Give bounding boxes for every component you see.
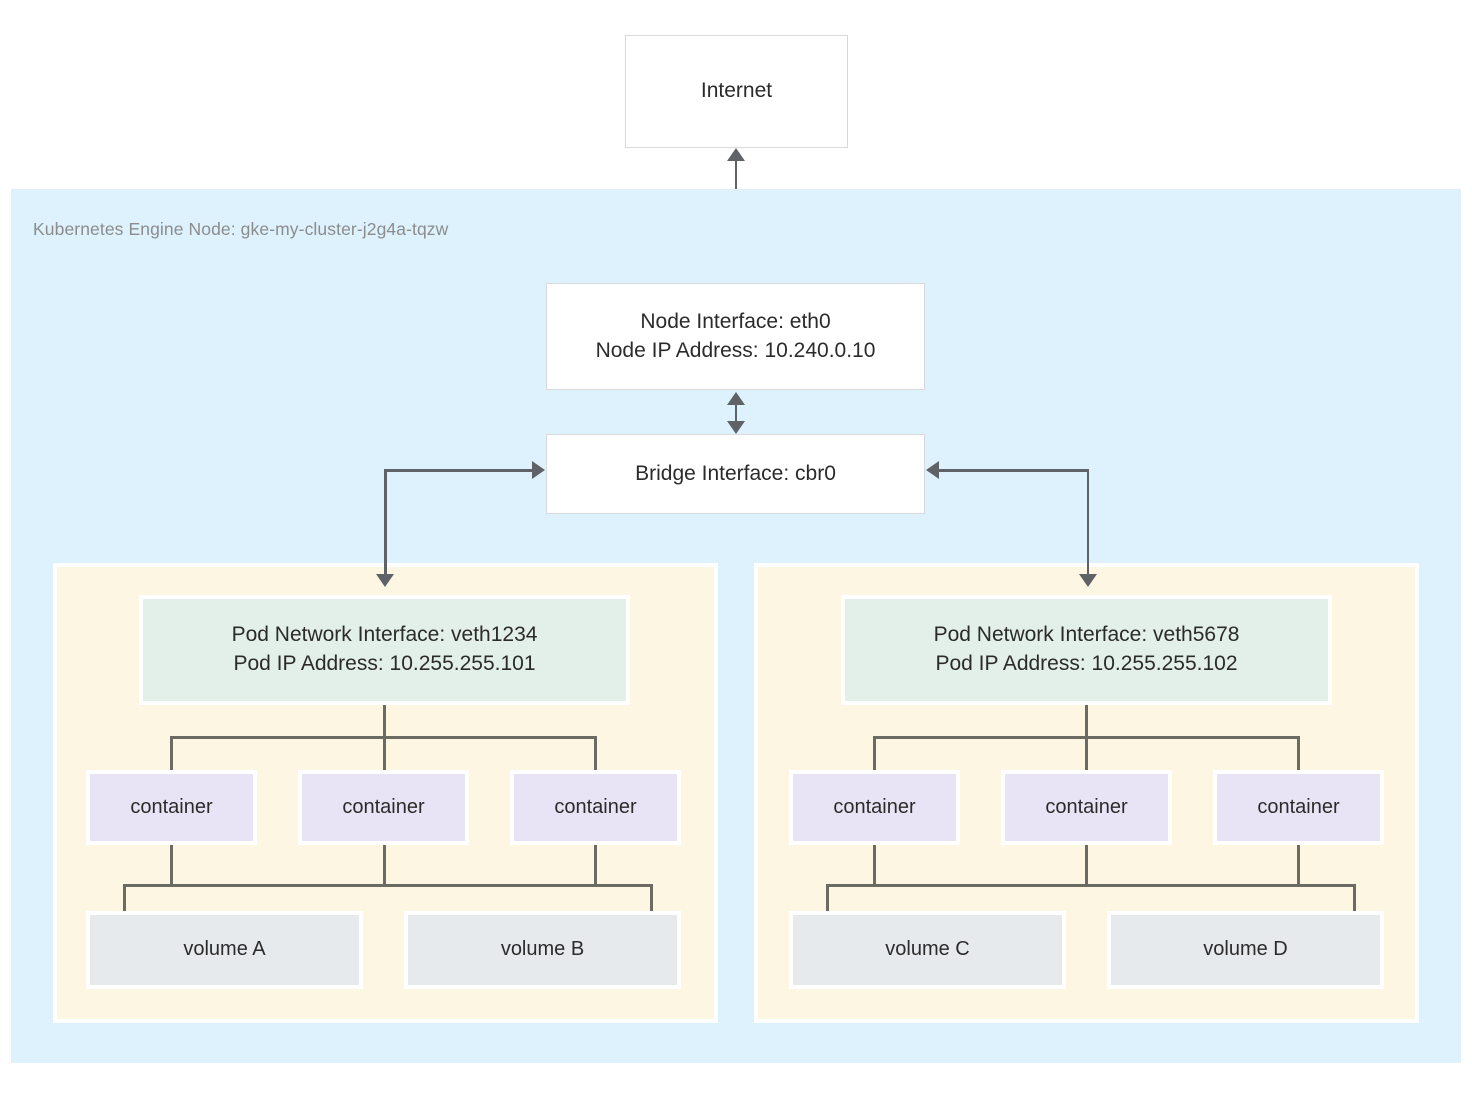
pod-1-volume-b: volume B (404, 911, 681, 989)
pod-2-ip-address: Pod IP Address: 10.255.255.102 (935, 652, 1238, 675)
pod-1-network-interface: Pod Network Interface: veth1234 Pod IP A… (139, 595, 630, 705)
pod-1-container-1-label: container (130, 795, 213, 818)
node-to-bridge-up-arrowhead (727, 392, 745, 405)
pod-2-container-3-riser (1297, 845, 1300, 885)
pod-2-container-2-drop (1085, 736, 1088, 770)
pod-2-container-3: container (1213, 770, 1384, 845)
pod-1-container-2-label: container (342, 795, 425, 818)
pod-2-container-2-label: container (1045, 795, 1128, 818)
pod-1-volume-bus (124, 884, 653, 887)
pod-1-volume-b-drop (650, 884, 653, 912)
pod-2-volume-c-label: volume C (885, 938, 970, 961)
pod-2-volume-d: volume D (1107, 911, 1384, 989)
pod-1-container-2-drop (383, 736, 386, 770)
node-to-bridge-line (734, 399, 737, 423)
pod-1-interface-name: Pod Network Interface: veth1234 (231, 623, 538, 647)
pod-2-container-2: container (1001, 770, 1172, 845)
pod-2-container-1-riser (873, 845, 876, 885)
pod-2-volume-d-label: volume D (1203, 938, 1288, 961)
bridge-left-connector-vertical (384, 469, 387, 574)
pod-1-ip-address: Pod IP Address: 10.255.255.101 (233, 652, 536, 675)
internet-label: Internet (700, 79, 773, 103)
pod-2-container-1-label: container (833, 795, 916, 818)
pod-1-volume-a-drop (123, 884, 126, 912)
pod-1-volume-a-label: volume A (183, 938, 266, 961)
pod-2-container-1-drop (873, 736, 876, 770)
pod-1-container-2: container (298, 770, 469, 845)
kubernetes-node-label: Kubernetes Engine Node: gke-my-cluster-j… (33, 219, 449, 239)
pod-2-volume-c: volume C (789, 911, 1066, 989)
pod-2-container-3-drop (1297, 736, 1300, 770)
pod-2-interface-name: Pod Network Interface: veth5678 (933, 623, 1240, 647)
bridge-right-connector-horizontal (939, 469, 1089, 472)
pod-1-volume-a: volume A (86, 911, 363, 989)
bridge-interface-label: Bridge Interface: cbr0 (635, 461, 836, 485)
pod-2-trunk-line (1085, 705, 1088, 738)
internet-node: Internet (625, 35, 848, 148)
pod-1-container-3-drop (594, 736, 597, 770)
pod-2-volume-bus (827, 884, 1356, 887)
pod-1-container-1: container (86, 770, 257, 845)
bridge-left-inbound-arrowhead (532, 461, 545, 479)
pod-1-volume-b-label: volume B (500, 938, 585, 961)
pod-1-container-3-riser (594, 845, 597, 885)
internet-uplink-arrowhead (727, 148, 745, 161)
pod-1-trunk-line (383, 705, 386, 738)
bridge-right-inbound-arrowhead (926, 461, 939, 479)
bridge-interface-box: Bridge Interface: cbr0 (546, 434, 925, 514)
pod-1-container-1-drop (170, 736, 173, 770)
pod-2-network-interface: Pod Network Interface: veth5678 Pod IP A… (841, 595, 1332, 705)
pod-2-volume-d-drop (1353, 884, 1356, 912)
node-interface-name: Node Interface: eth0 (640, 309, 831, 333)
pod1-inbound-arrowhead (376, 574, 394, 587)
pod2-inbound-arrowhead (1079, 574, 1097, 587)
pod-2-volume-c-drop (826, 884, 829, 912)
pod-2-container-1: container (789, 770, 960, 845)
pod-2-container-2-riser (1085, 845, 1088, 885)
pod-1-container-2-riser (383, 845, 386, 885)
node-to-bridge-down-arrowhead (727, 421, 745, 434)
bridge-right-connector-vertical (1086, 469, 1089, 574)
pod-2-container-3-label: container (1257, 795, 1340, 818)
pod-1-container-3: container (510, 770, 681, 845)
node-ip-address: Node IP Address: 10.240.0.10 (595, 338, 876, 362)
node-interface-box: Node Interface: eth0 Node IP Address: 10… (546, 283, 925, 390)
bridge-left-connector-horizontal (385, 469, 532, 472)
pod-1-container-3-label: container (554, 795, 637, 818)
pod-1-container-1-riser (170, 845, 173, 885)
